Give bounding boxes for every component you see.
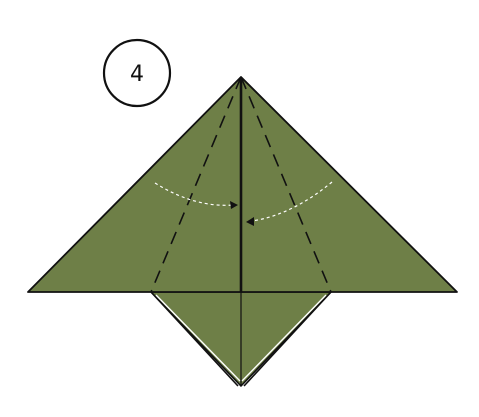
valley-fold-lines (150, 76, 332, 293)
step-badge-circle (102, 38, 172, 108)
fold-arrows (154, 181, 333, 226)
lower-flap-left-outer (150, 291, 239, 387)
lower-flap-right-outer (243, 291, 332, 387)
right-fold-arrowhead (246, 217, 254, 226)
lower-flap-right-edge (241, 294, 327, 382)
left-valley-fold-line (150, 76, 242, 293)
lower-flap-left-edge (155, 294, 241, 382)
left-fold-arrow-path (154, 182, 235, 206)
step-badge: 4 (102, 38, 172, 108)
lower-flap (150, 291, 332, 387)
main-triangle (27, 76, 458, 293)
step-number: 4 (130, 62, 144, 87)
left-fold-arrowhead (230, 201, 238, 209)
main-triangle-shape (27, 76, 458, 293)
right-valley-fold-line (240, 76, 332, 293)
